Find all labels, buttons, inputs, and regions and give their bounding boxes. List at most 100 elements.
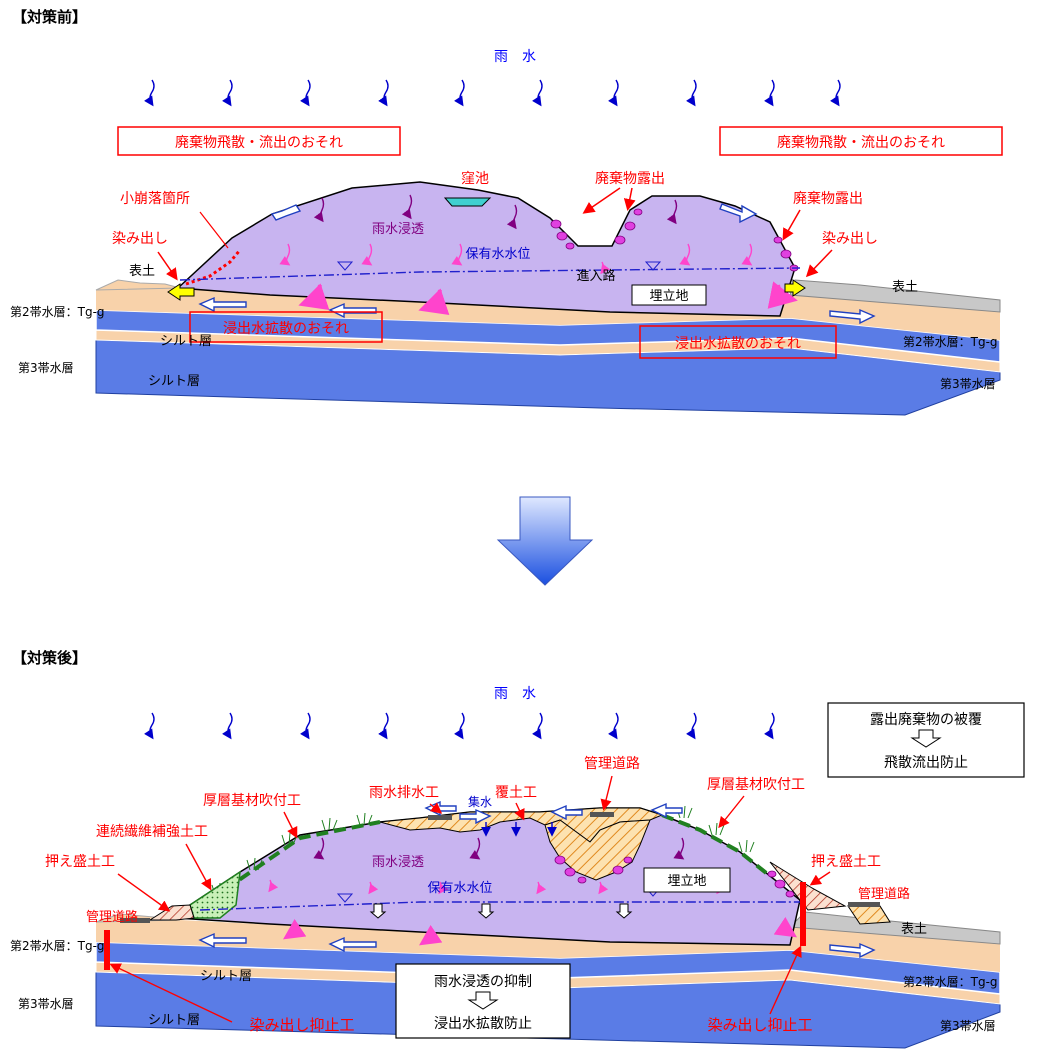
after-landfill-label: 埋立地	[667, 874, 706, 889]
mgmt-road-top-label: 管理道路	[584, 756, 640, 772]
rain-arrow-icon	[532, 79, 543, 107]
cover-box-line2: 飛散流出防止	[884, 755, 968, 771]
rain-arrow-icon	[764, 79, 775, 107]
rain-arrow-icon	[144, 79, 155, 107]
drain-surface-icon	[428, 815, 452, 820]
collect-water-label: 集水	[468, 794, 492, 809]
flow-arrow-icon	[198, 932, 247, 949]
leachate-box-right	[639, 325, 837, 359]
pond-label: 窪池	[461, 170, 489, 187]
surface-flow-arrows	[198, 203, 876, 325]
rain-arrow-icon	[222, 712, 233, 740]
aquifer3-left-label: 第3帯水層	[18, 361, 74, 375]
seep-right-label: 染み出し	[822, 231, 878, 247]
mgmt-road-top-surface	[590, 812, 614, 817]
infiltration-arrow-icon	[313, 837, 325, 860]
seepage-arrow-icon	[279, 243, 291, 266]
seepage-arrow-icon	[361, 243, 373, 266]
small-collapse-line	[185, 249, 242, 286]
infiltration-arrow-icon	[666, 199, 678, 225]
flow-arrow-icon	[459, 808, 492, 825]
flow-arrow-icon	[198, 296, 247, 313]
water-level-marker-icon	[336, 893, 354, 903]
rain-arrow-icon	[300, 79, 311, 107]
access-road-label: 進入路	[576, 268, 615, 284]
after-silt-lower-label: シルト層	[148, 1013, 200, 1028]
seepage-arrow-icon	[451, 243, 463, 266]
aquifer2-left-label: 第2帯水層：Tg-g	[10, 305, 105, 319]
berm-right-label: 押え盛土工	[811, 854, 881, 870]
flow-arrow-icon	[650, 802, 683, 819]
thick-spray-left-line	[208, 820, 381, 902]
drain-collection-arrows	[481, 822, 557, 837]
thick-spray-right-line	[661, 813, 772, 878]
silt-upper-label: シルト層	[160, 334, 212, 349]
after-rain-arrows	[144, 712, 775, 740]
thick-spray-left-label: 厚層基材吹付工	[203, 792, 301, 809]
small-collapse-label: 小崩落箇所	[120, 190, 190, 207]
infiltration-arrow-icon	[469, 837, 481, 860]
exposed-waste-blobs	[550, 208, 799, 272]
infiltration-arrow-icon	[313, 197, 325, 223]
after-section: 【対策後】 雨 水 露出廃棄物の被覆 飛散流出防止	[10, 649, 1025, 1049]
mgmt-road-left-surface	[120, 918, 150, 923]
rain-drain-label: 雨水排水工	[369, 785, 439, 801]
leachate-left-label: 浸出水拡散のおそれ	[223, 321, 349, 337]
before-rain-label: 雨 水	[494, 49, 536, 65]
flow-arrow-icon	[829, 308, 876, 325]
after-aquifer2-left-label: 第2帯水層：Tg-g	[10, 939, 105, 953]
leachate-box-left	[189, 311, 383, 343]
aquifer3-right-label: 第3帯水層	[940, 377, 996, 391]
water-level-label: 保有水水位	[465, 247, 530, 262]
infiltration-arrow-icon	[673, 837, 685, 860]
seepage-arrow-icon	[600, 261, 611, 275]
thick-spray-right-label: 厚層基材吹付工	[707, 776, 805, 793]
infiltration-arrow-icon	[506, 204, 518, 230]
infiltration-arrows	[313, 194, 678, 230]
before-heading: 【対策前】	[12, 8, 87, 26]
suppress-box-line1: 雨水浸透の抑制	[434, 974, 532, 990]
mgmt-road-right-label: 管理道路	[858, 886, 910, 902]
after-silt-upper-label: シルト層	[200, 969, 252, 984]
rain-arrow-icon	[454, 79, 465, 107]
rain-arrow-icon	[686, 79, 697, 107]
rain-arrow-icon	[222, 79, 233, 107]
rain-arrow-icon	[378, 712, 389, 740]
seep-outflow-right-icon	[784, 279, 806, 297]
cover-soil-label: 覆土工	[495, 785, 537, 801]
rain-arrow-icon	[608, 79, 619, 107]
rain-arrow-icon	[144, 712, 155, 740]
flow-arrow-icon	[328, 302, 377, 319]
after-aquifer3-left-label: 第3帯水層	[18, 997, 74, 1011]
rain-arrow-icon	[686, 712, 697, 740]
topsoil-left	[95, 279, 181, 291]
after-infiltration-arrows	[313, 837, 685, 860]
before-section: 【対策前】 雨 水 廃棄物飛散・流出のおそれ 廃棄物飛散・流出のおそれ	[10, 8, 1003, 416]
seepage-arrow-icon	[268, 879, 279, 893]
infiltration-arrow-icon	[401, 194, 413, 220]
after-water-level-line	[199, 901, 800, 911]
rain-arrow-icon	[454, 712, 465, 740]
suppress-box-line2: 浸出水拡散防止	[434, 1016, 532, 1032]
landfill-label: 埋立地	[649, 289, 688, 304]
leachate-right-label: 浸出水拡散のおそれ	[675, 336, 801, 352]
seepage-arrow-icon	[536, 881, 547, 895]
transition-down-arrow-icon	[496, 496, 594, 586]
infiltration-label: 雨水浸透	[372, 222, 424, 237]
leachate-down-arrows	[298, 281, 798, 315]
after-exposed-waste-blobs	[554, 855, 795, 898]
seep-stop-wall-right	[800, 882, 806, 946]
exposed-top-label: 廃棄物露出	[595, 170, 665, 187]
rain-arrow-icon	[300, 712, 311, 740]
seep-left-label: 染み出し	[112, 231, 168, 247]
aquifer2-right-label: 第2帯水層：Tg-g	[903, 335, 998, 349]
after-infiltration-label: 雨水浸透	[372, 855, 424, 870]
flow-arrow-icon	[829, 942, 876, 959]
after-landfill-box	[643, 867, 731, 893]
berm-left-label: 押え盛土工	[45, 854, 115, 870]
flow-arrow-icon	[328, 936, 377, 953]
rain-arrow-icon	[608, 712, 619, 740]
suppress-box-arrow-icon	[467, 991, 499, 1010]
flow-arrow-icon	[719, 203, 758, 224]
